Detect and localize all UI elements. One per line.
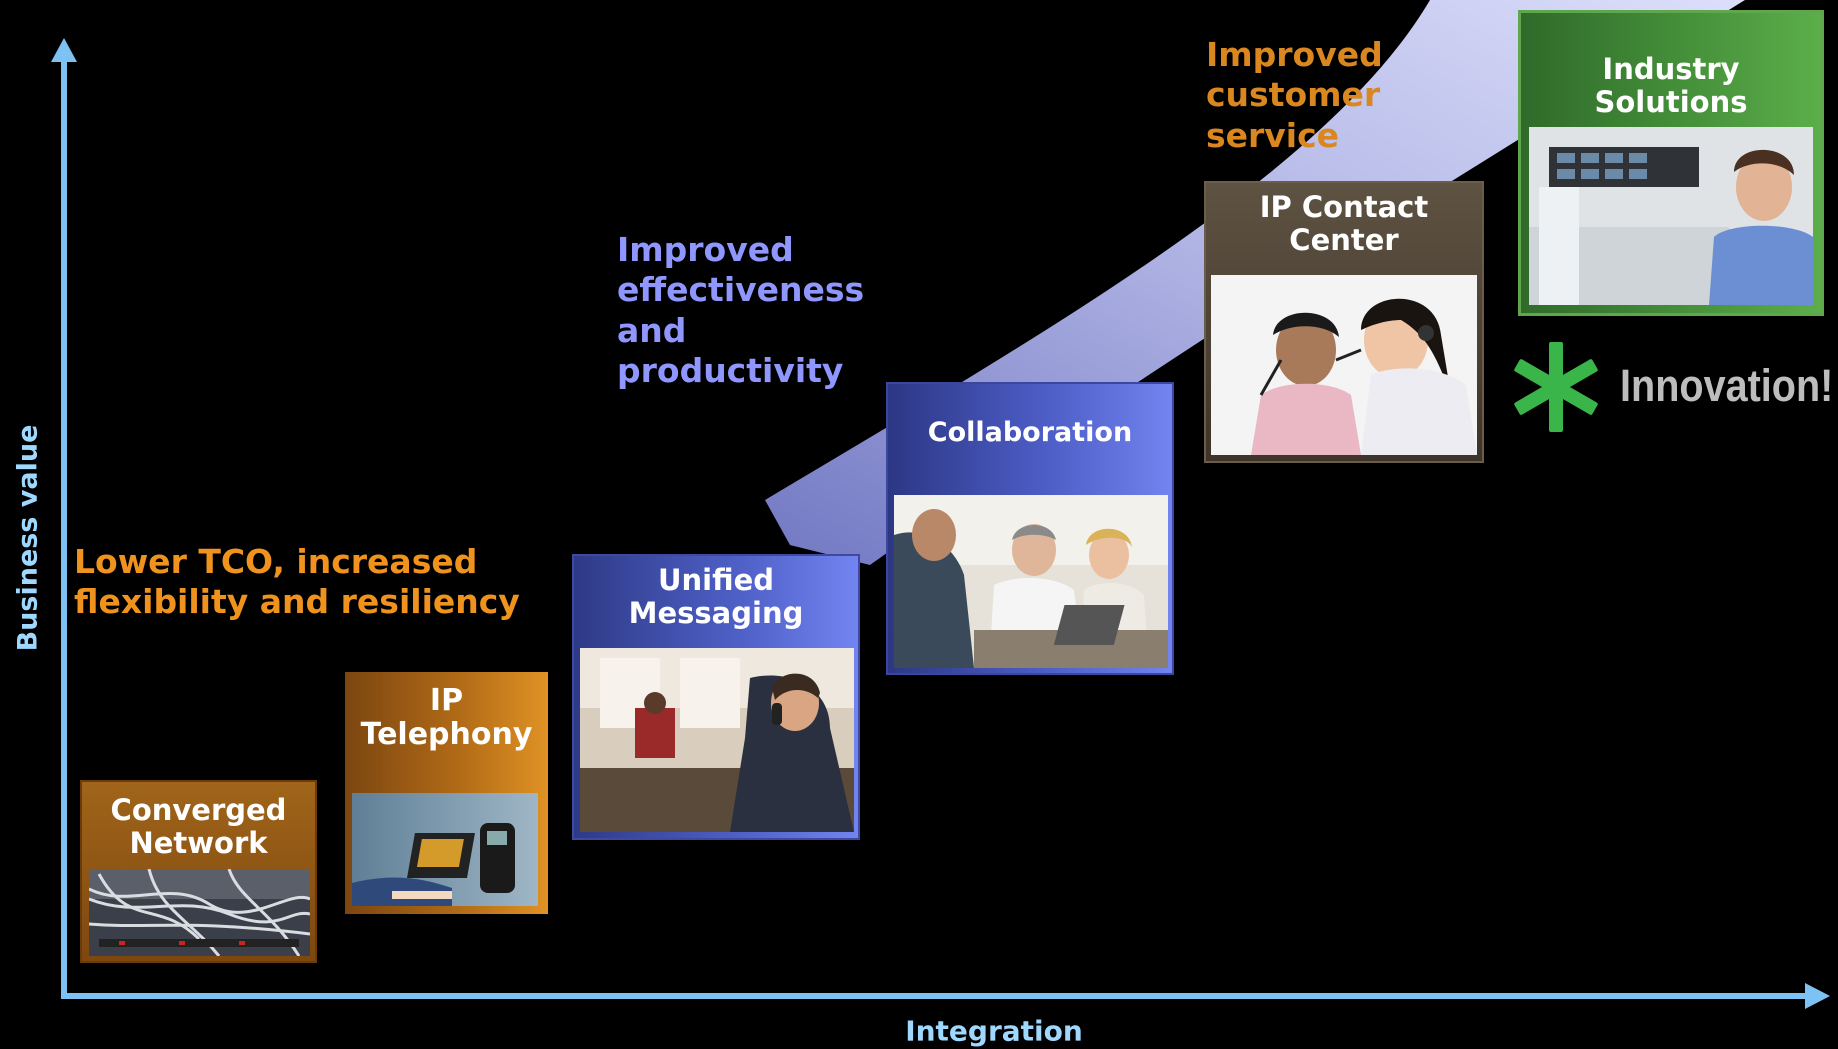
stage-title: IP Contact Center (1259, 190, 1429, 257)
stage-title: IP Telephony (360, 683, 533, 752)
stage-title: Converged Network (110, 793, 287, 860)
stage-ip-telephony: IP Telephony (345, 672, 548, 914)
stage-collaboration: Collaboration (886, 382, 1174, 675)
stage-title: Industry Solutions (1594, 52, 1748, 119)
ip-phone-photo (352, 793, 538, 906)
x-axis (61, 983, 1830, 1009)
headset-agents-photo (1211, 275, 1477, 455)
customer-service-caption: Improved customer service (1206, 35, 1383, 155)
stage-ip-contact-center: IP Contact Center (1204, 181, 1484, 463)
stage-industry-solutions: Industry Solutions (1518, 10, 1824, 316)
stage-converged-network: Converged Network (80, 780, 317, 963)
effectiveness-caption: Improved effectiveness and productivity (617, 230, 865, 390)
office-phone-call-photo (580, 648, 854, 832)
innovation-label: Innovation! (1620, 360, 1834, 411)
x-axis-label: Integration (905, 1014, 1083, 1048)
asterisk-icon (1514, 342, 1598, 432)
hospital-worker-photo (1529, 127, 1813, 305)
lower-tco-caption: Lower TCO, increased flexibility and res… (74, 542, 520, 622)
y-axis-label: Business value (12, 424, 44, 652)
network-cables-photo (89, 869, 310, 956)
y-axis (51, 38, 77, 996)
stage-title: Collaboration (927, 417, 1133, 448)
stage-unified-messaging: Unified Messaging (572, 554, 860, 840)
meeting-photo (894, 495, 1168, 668)
stage-title: Unified Messaging (628, 563, 804, 630)
